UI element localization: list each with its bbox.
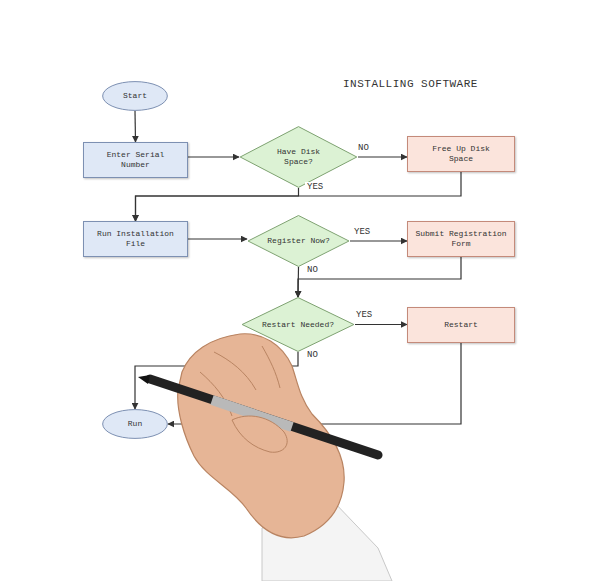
edge-label: YES: [352, 227, 372, 238]
edge-label: YES: [305, 182, 325, 193]
process-box: Restart: [407, 307, 515, 343]
flow-arrow: [188, 238, 247, 239]
pen-body: [150, 379, 378, 455]
terminal-oval: Start: [102, 81, 168, 111]
flow-arrow: [188, 156, 239, 157]
node-text: Start: [123, 91, 147, 101]
node-text: Restart Needed?: [262, 320, 334, 330]
edge-label: NO: [305, 350, 320, 361]
node-text: Run: [128, 419, 142, 429]
decision-diamond: Have Disk Space?: [239, 126, 358, 188]
node-text: Run Installation File: [90, 229, 181, 249]
terminal-oval: Run: [102, 409, 168, 439]
pen-tip: [138, 375, 150, 384]
flow-arrow: [358, 156, 407, 157]
node-text: Register Now?: [267, 236, 329, 246]
process-box: Run Installation File: [83, 221, 188, 257]
process-box: Submit Registration Form: [407, 221, 515, 257]
decision-diamond: Register Now?: [247, 215, 350, 267]
diagram-title: INSTALLING SOFTWARE: [343, 78, 478, 90]
flow-arrow: [134, 111, 136, 142]
node-text: Free Up Disk Space: [425, 144, 497, 164]
flow-arrow: [136, 188, 299, 221]
edge-label: YES: [354, 310, 374, 321]
edge-label: NO: [305, 265, 320, 276]
node-text: Restart: [444, 320, 478, 330]
process-box: Enter Serial Number: [83, 142, 188, 178]
thumb: [232, 416, 287, 452]
node-text: Have Disk Space?: [269, 147, 329, 167]
node-text: Submit Registration Form: [415, 229, 507, 249]
edge-label: NO: [356, 143, 371, 154]
flow-arrow: [355, 324, 407, 325]
flow-arrow: [350, 240, 407, 241]
node-text: Enter Serial Number: [100, 150, 172, 170]
decision-diamond: Restart Needed?: [241, 297, 355, 352]
process-box: Free Up Disk Space: [407, 136, 515, 172]
flow-arrow: [298, 257, 461, 297]
